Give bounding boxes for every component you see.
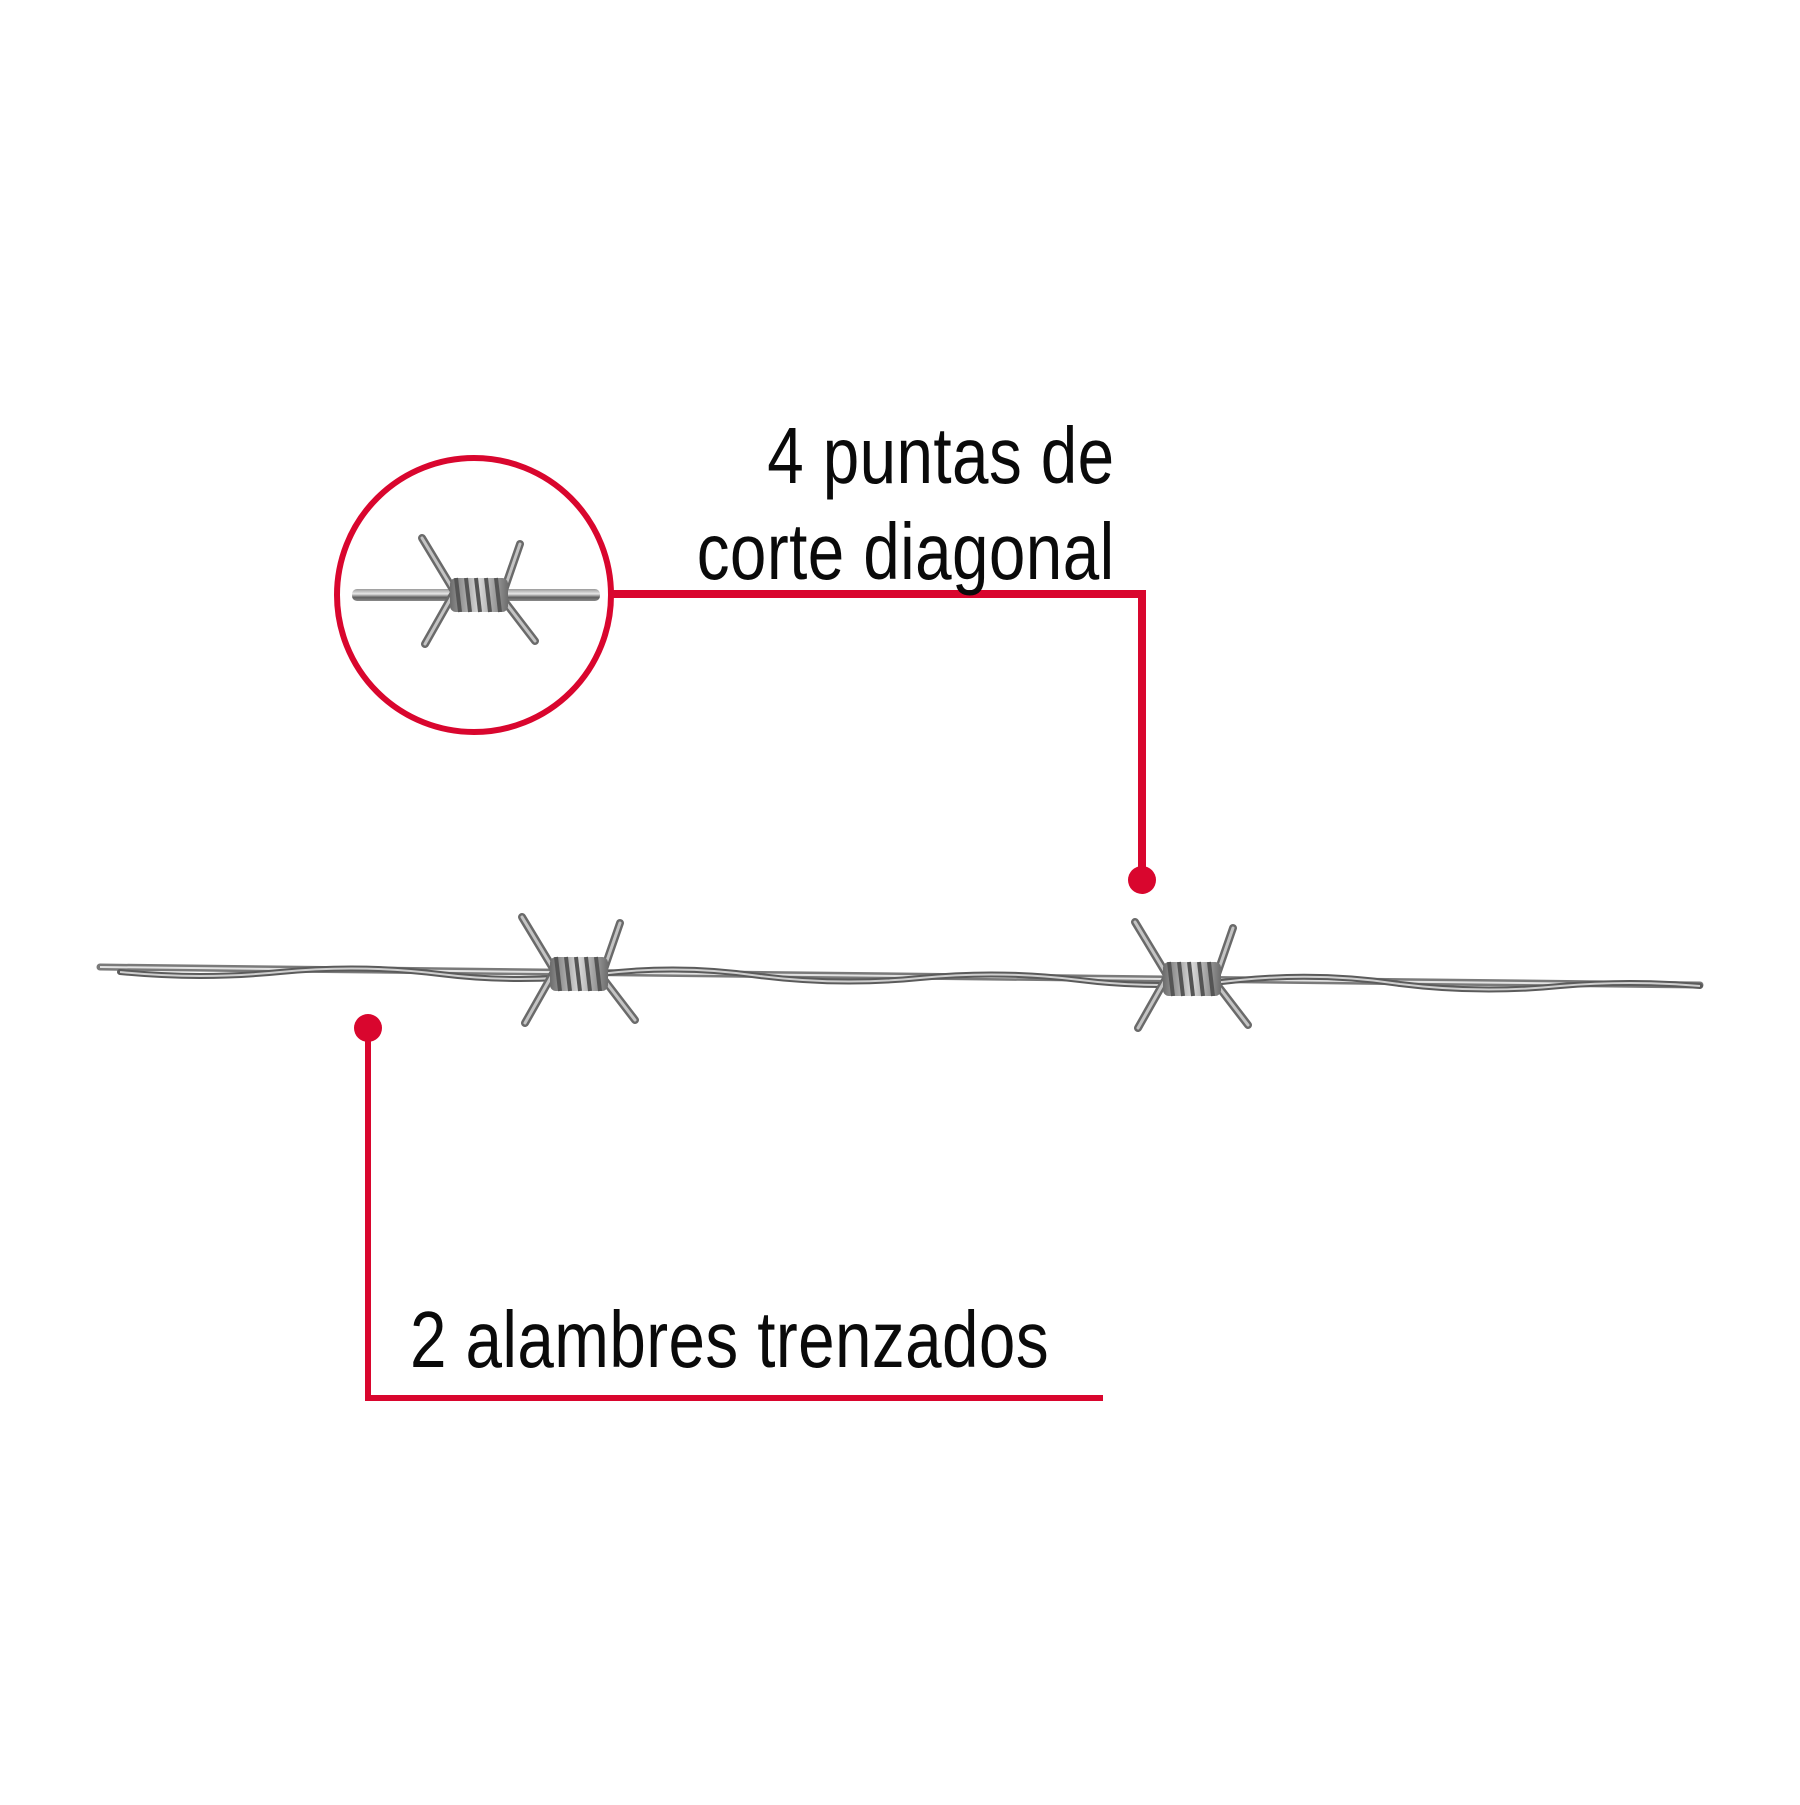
callout-connector-strands: [354, 1014, 1103, 1401]
callout-label-barbs-line-1: 4 puntas de: [767, 411, 1115, 500]
callout-dot-strands: [354, 1014, 382, 1042]
barbed-wire: [96, 917, 1704, 1028]
magnifier-circle: [334, 455, 614, 735]
barb-icon-2: [1135, 922, 1248, 1028]
callout-label-barbs: 4 puntas de corte diagonal: [697, 408, 1115, 600]
callout-label-strands: 2 alambres trenzados: [410, 1295, 1050, 1384]
callout-connector-barbs: [611, 590, 1156, 894]
callout-label-barbs-line-2: corte diagonal: [697, 507, 1115, 596]
callout-dot-barbs: [1128, 866, 1156, 894]
